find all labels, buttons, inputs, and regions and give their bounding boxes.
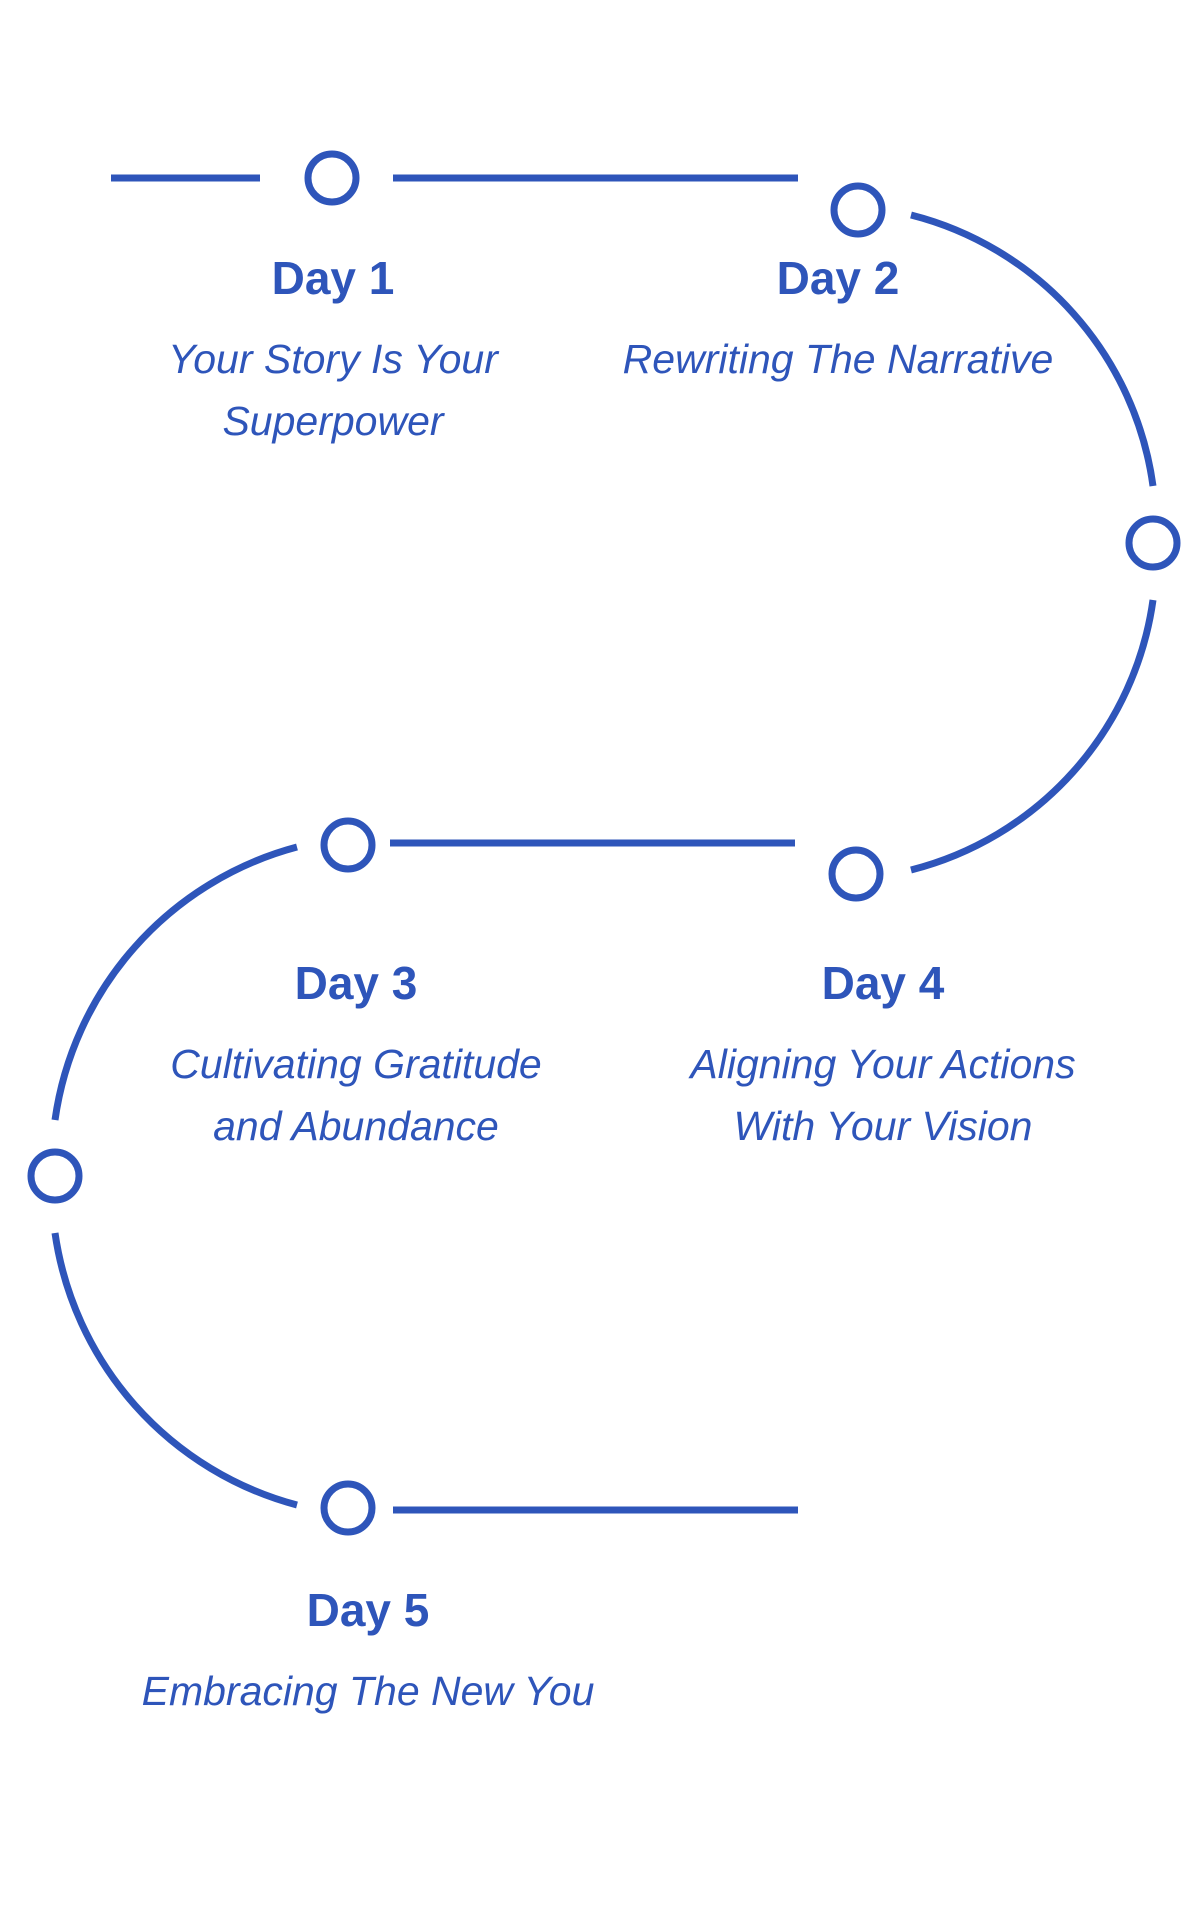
step-day-1: Day 1 Your Story Is Your Superpower <box>83 250 583 452</box>
milestone-node-day-3 <box>320 817 376 873</box>
timeline-curve <box>910 599 1157 874</box>
step-description-line: With Your Vision <box>733 1103 1033 1149</box>
step-description-line: and Abundance <box>213 1103 499 1149</box>
milestone-node-curve-right <box>1125 515 1181 571</box>
timeline-curve <box>51 1232 298 1509</box>
step-day-label: Day 3 <box>294 957 418 1009</box>
step-day-2: Day 2 Rewriting The Narrative <box>588 250 1088 390</box>
milestone-node-day-1 <box>304 150 360 206</box>
step-description-line: Embracing The New You <box>141 1668 595 1714</box>
step-day-5: Day 5 Embracing The New You <box>118 1582 618 1722</box>
step-day-4: Day 4 Aligning Your Actions With Your Vi… <box>633 955 1133 1157</box>
step-description: Rewriting The Narrative <box>588 328 1088 390</box>
step-day-label: Day 1 <box>271 252 395 304</box>
step-description-line: Superpower <box>222 398 444 444</box>
timeline-curve <box>910 211 1157 487</box>
step-description-line: Cultivating Gratitude <box>170 1041 542 1087</box>
milestone-node-curve-left <box>27 1148 83 1204</box>
step-description: Aligning Your Actions With Your Vision <box>633 1033 1133 1157</box>
step-description-line: Your Story Is Your <box>168 336 498 382</box>
step-description: Cultivating Gratitude and Abundance <box>106 1033 606 1157</box>
milestone-node-day-4 <box>828 846 884 902</box>
step-day-label: Day 4 <box>821 957 945 1009</box>
step-description-line: Rewriting The Narrative <box>622 336 1054 382</box>
step-day-3: Day 3 Cultivating Gratitude and Abundanc… <box>106 955 606 1157</box>
milestone-node-day-2 <box>830 182 886 238</box>
timeline-curve <box>51 843 298 1121</box>
step-description: Your Story Is Your Superpower <box>83 328 583 452</box>
step-description-line: Aligning Your Actions <box>690 1041 1076 1087</box>
milestone-node-day-5 <box>320 1480 376 1536</box>
step-description: Embracing The New You <box>118 1660 618 1722</box>
step-day-label: Day 2 <box>776 252 900 304</box>
step-day-label: Day 5 <box>306 1584 430 1636</box>
